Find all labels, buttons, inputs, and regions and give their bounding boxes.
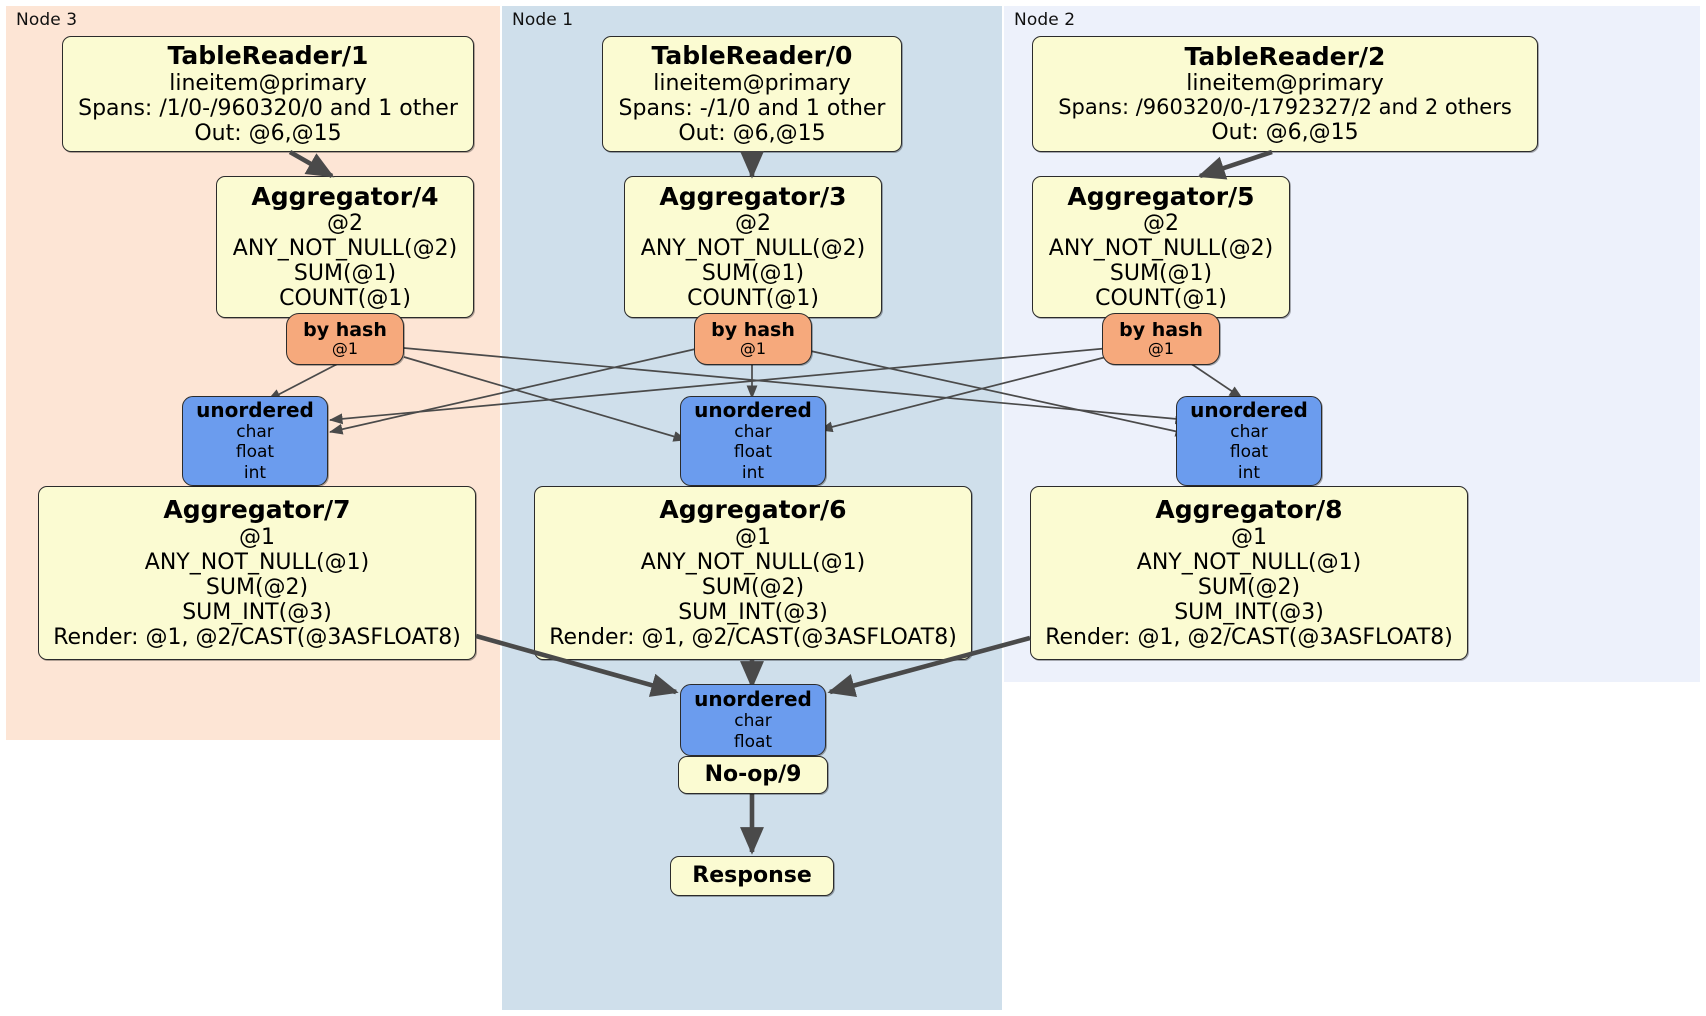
unordered-right-box[interactable]: unordered char float int [1176, 396, 1322, 486]
unordered-final-title: unordered [694, 687, 812, 712]
unordered-center-type-2: float [733, 442, 773, 463]
unordered-final-box[interactable]: unordered char float [680, 684, 826, 756]
tablereader-1-box[interactable]: TableReader/1 lineitem@primary Spans: /1… [62, 36, 474, 152]
tablereader-0-table: lineitem@primary [653, 70, 851, 96]
no-op-9-box[interactable]: No-op/9 [678, 756, 828, 794]
unordered-left-box[interactable]: unordered char float int [182, 396, 328, 486]
no-op-9-title: No-op/9 [704, 762, 802, 788]
aggregator-3-agg-1: ANY_NOT_NULL(@2) [640, 236, 866, 262]
tablereader-1-out: Out: @6,@15 [194, 120, 342, 146]
aggregator-4-title: Aggregator/4 [251, 181, 439, 211]
aggregator-4-agg-3: COUNT(@1) [279, 286, 411, 312]
aggregator-3-box[interactable]: Aggregator/3 @2 ANY_NOT_NULL(@2) SUM(@1)… [624, 176, 882, 318]
unordered-left-title: unordered [196, 397, 314, 422]
by-hash-center-box[interactable]: by hash @1 [694, 313, 812, 365]
aggregator-8-agg-1: ANY_NOT_NULL(@1) [1136, 549, 1362, 575]
unordered-center-type-3: int [741, 462, 765, 483]
tablereader-1-title: TableReader/1 [167, 41, 369, 71]
aggregator-4-box[interactable]: Aggregator/4 @2 ANY_NOT_NULL(@2) SUM(@1)… [216, 176, 474, 318]
aggregator-5-agg-1: ANY_NOT_NULL(@2) [1048, 236, 1274, 262]
tablereader-2-box[interactable]: TableReader/2 lineitem@primary Spans: /9… [1032, 36, 1538, 152]
aggregator-4-group: @2 [327, 211, 363, 237]
unordered-center-type-1: char [734, 421, 772, 442]
response-box[interactable]: Response [670, 856, 834, 896]
tablereader-0-spans: Spans: -/1/0 and 1 other [618, 95, 886, 121]
aggregator-7-render: Render: @1, @2/CAST(@3ASFLOAT8) [53, 624, 461, 650]
unordered-right-title: unordered [1190, 397, 1308, 422]
tablereader-2-table: lineitem@primary [1186, 71, 1384, 97]
aggregator-5-agg-3: COUNT(@1) [1095, 286, 1227, 312]
aggregator-6-box[interactable]: Aggregator/6 @1 ANY_NOT_NULL(@1) SUM(@2)… [534, 486, 972, 660]
unordered-right-type-2: float [1229, 442, 1269, 463]
panel-node-1-label: Node 1 [512, 10, 574, 30]
aggregator-8-render: Render: @1, @2/CAST(@3ASFLOAT8) [1045, 624, 1453, 650]
by-hash-center-title: by hash [711, 318, 795, 341]
by-hash-center-column: @1 [739, 339, 767, 359]
aggregator-7-agg-1: ANY_NOT_NULL(@1) [144, 549, 370, 575]
tablereader-2-spans: Spans: /960320/0-/1792327/2 and 2 others [1058, 95, 1512, 120]
aggregator-3-title: Aggregator/3 [659, 181, 847, 211]
aggregator-8-agg-2: SUM(@2) [1197, 574, 1301, 600]
response-title: Response [692, 863, 812, 889]
aggregator-7-agg-2: SUM(@2) [205, 574, 309, 600]
by-hash-right-box[interactable]: by hash @1 [1102, 313, 1220, 365]
aggregator-7-group: @1 [239, 524, 275, 550]
tablereader-2-title: TableReader/2 [1184, 41, 1386, 71]
unordered-left-type-3: int [243, 462, 267, 483]
tablereader-2-out: Out: @6,@15 [1211, 120, 1359, 146]
aggregator-3-agg-2: SUM(@1) [701, 261, 805, 287]
panel-node-2-label: Node 2 [1014, 10, 1076, 30]
aggregator-6-render: Render: @1, @2/CAST(@3ASFLOAT8) [549, 624, 957, 650]
panel-node-3-label: Node 3 [16, 10, 78, 30]
aggregator-4-agg-2: SUM(@1) [293, 261, 397, 287]
aggregator-8-box[interactable]: Aggregator/8 @1 ANY_NOT_NULL(@1) SUM(@2)… [1030, 486, 1468, 660]
by-hash-right-title: by hash [1119, 318, 1203, 341]
aggregator-6-agg-1: ANY_NOT_NULL(@1) [640, 549, 866, 575]
aggregator-5-box[interactable]: Aggregator/5 @2 ANY_NOT_NULL(@2) SUM(@1)… [1032, 176, 1290, 318]
aggregator-8-group: @1 [1231, 524, 1267, 550]
by-hash-left-column: @1 [331, 339, 359, 359]
aggregator-5-agg-2: SUM(@1) [1109, 261, 1213, 287]
aggregator-6-agg-3: SUM_INT(@3) [678, 599, 828, 625]
aggregator-3-group: @2 [735, 211, 771, 237]
unordered-right-type-3: int [1237, 462, 1261, 483]
aggregator-7-box[interactable]: Aggregator/7 @1 ANY_NOT_NULL(@1) SUM(@2)… [38, 486, 476, 660]
aggregator-4-agg-1: ANY_NOT_NULL(@2) [232, 236, 458, 262]
aggregator-6-agg-2: SUM(@2) [701, 574, 805, 600]
tablereader-0-out: Out: @6,@15 [678, 120, 826, 146]
unordered-center-box[interactable]: unordered char float int [680, 396, 826, 486]
tablereader-0-title: TableReader/0 [651, 41, 853, 71]
aggregator-5-title: Aggregator/5 [1067, 181, 1255, 211]
tablereader-1-spans: Spans: /1/0-/960320/0 and 1 other [78, 95, 458, 121]
aggregator-7-title: Aggregator/7 [163, 495, 351, 525]
unordered-left-type-1: char [236, 421, 274, 442]
unordered-final-type-2: float [733, 731, 773, 752]
tablereader-0-box[interactable]: TableReader/0 lineitem@primary Spans: -/… [602, 36, 902, 152]
aggregator-8-agg-3: SUM_INT(@3) [1174, 599, 1324, 625]
by-hash-right-column: @1 [1147, 339, 1175, 359]
unordered-final-type-1: char [734, 711, 772, 732]
tablereader-1-table: lineitem@primary [169, 70, 367, 96]
aggregator-6-title: Aggregator/6 [659, 495, 847, 525]
by-hash-left-title: by hash [303, 318, 387, 341]
aggregator-6-group: @1 [735, 524, 771, 550]
unordered-center-title: unordered [694, 397, 812, 422]
aggregator-7-agg-3: SUM_INT(@3) [182, 599, 332, 625]
aggregator-5-group: @2 [1143, 211, 1179, 237]
aggregator-8-title: Aggregator/8 [1155, 495, 1343, 525]
unordered-left-type-2: float [235, 442, 275, 463]
by-hash-left-box[interactable]: by hash @1 [286, 313, 404, 365]
aggregator-3-agg-3: COUNT(@1) [687, 286, 819, 312]
unordered-right-type-1: char [1230, 421, 1268, 442]
